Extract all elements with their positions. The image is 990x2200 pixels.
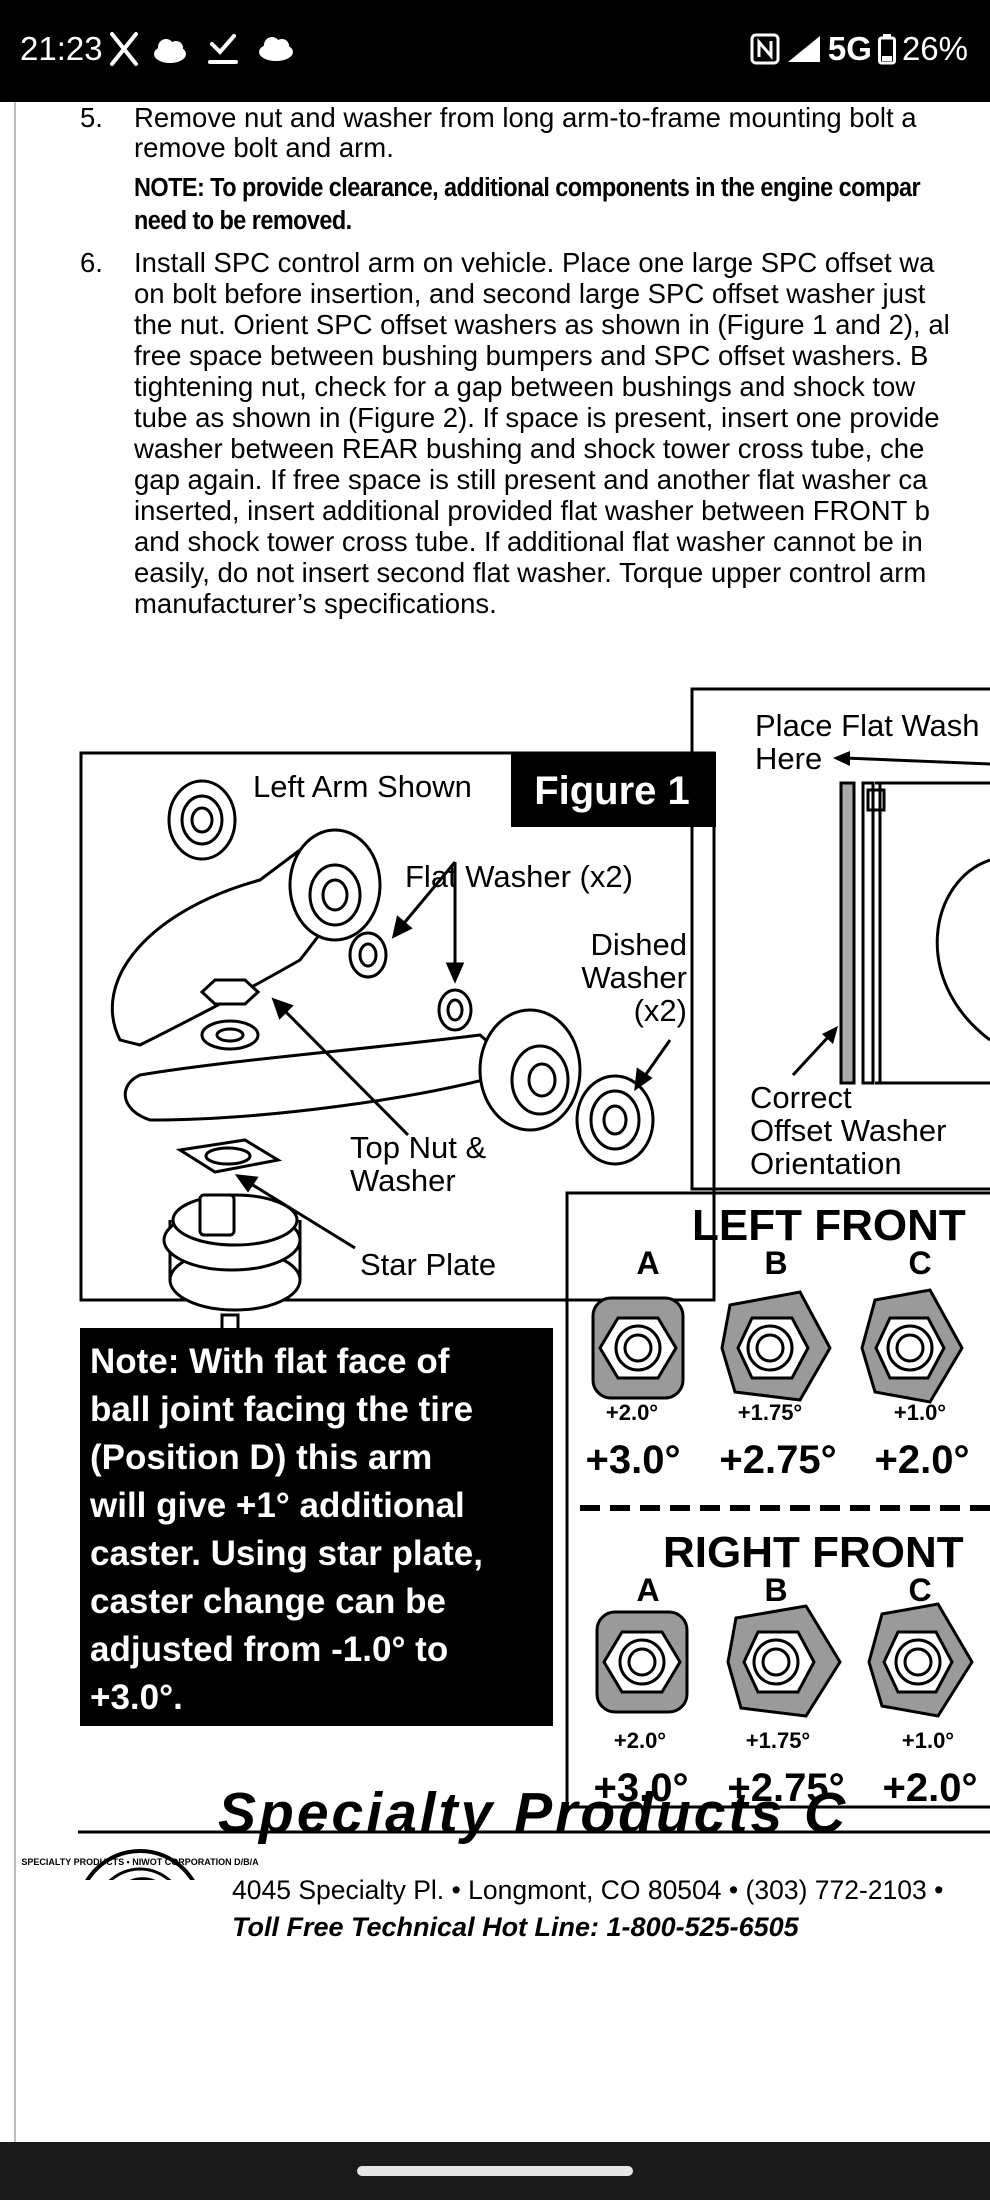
position-letter: A	[636, 1572, 659, 1608]
step-6-line: free space between bushing bumpers and S…	[134, 340, 929, 371]
download-done-icon	[208, 34, 238, 64]
label-top-nut: Top Nut &	[350, 1130, 486, 1165]
caster-note-text: Note: With flat face of ball joint facin…	[90, 1342, 483, 1717]
caster-note-box: Note: With flat face of ball joint facin…	[80, 1328, 553, 1726]
figure-2-correct: Correct	[750, 1080, 852, 1115]
figure-1-title: Figure 1	[534, 769, 690, 813]
caster-table-frame	[565, 1191, 990, 1809]
step-6-line: the nut. Orient SPC offset washers as sh…	[134, 309, 950, 340]
step-6-line: and shock tower cross tube. If additiona…	[134, 526, 923, 557]
step-6-line: on bolt before insertion, and second lar…	[134, 278, 926, 309]
nfc-icon	[750, 33, 780, 65]
figure-2-correct: Orientation	[750, 1146, 902, 1181]
figure-2-correct: Offset Washer	[750, 1113, 946, 1148]
label-dished-washer: Washer	[581, 960, 687, 995]
tech-hotline[interactable]: Toll Free Technical Hot Line: 1-800-525-…	[232, 1912, 799, 1942]
label-dished-washer: Dished	[591, 927, 688, 962]
position-letter: C	[908, 1572, 931, 1608]
cloud-icon	[259, 37, 293, 61]
control-arm-drawing	[110, 779, 655, 1406]
step-5-line: Remove nut and washer from long arm-to-f…	[134, 102, 917, 133]
spc-logo: SPECIALTY PRODUCTS • NIWOT CORPORATION D…	[21, 1849, 259, 1880]
step-5-line: remove bolt and arm.	[134, 132, 394, 163]
step-6-line: Install SPC control arm on vehicle. Plac…	[134, 247, 935, 278]
figure-1-caption: Left Arm Shown	[253, 769, 472, 804]
figures-canvas: Figure 1 Left Arm Shown	[21, 687, 990, 1880]
note-line: need to be removed.	[134, 207, 352, 235]
caster-big-value: +2.0°	[883, 1766, 978, 1810]
battery-icon	[877, 34, 896, 65]
battery-level: 26%	[901, 30, 968, 67]
status-bar: 21:23 5G 26%	[0, 0, 990, 102]
step-6-line: manufacturer’s specifications.	[134, 588, 497, 619]
label-flat-washer: Flat Washer (x2)	[405, 859, 633, 894]
document-page[interactable]: 5. Remove nut and washer from long arm-t…	[0, 102, 990, 2142]
caster-big-value: +3.0°	[594, 1766, 689, 1810]
figure-1-title-box	[511, 752, 716, 827]
label-star-plate: Star Plate	[360, 1247, 496, 1282]
status-time: 21:23	[20, 30, 103, 67]
position-letter: B	[764, 1245, 787, 1281]
step-6-line: inserted, insert additional provided fla…	[134, 495, 930, 526]
caster-small-value: +1.75°	[746, 1728, 810, 1753]
bushing-diagram-rf-c	[867, 1602, 974, 1718]
caster-big-value: +2.75°	[719, 1438, 836, 1482]
network-type: 5G	[827, 30, 872, 67]
bushing-diagram-rf-a	[595, 1610, 689, 1714]
notification-icons	[110, 32, 293, 66]
signal-icon	[787, 36, 820, 62]
left-front-title: LEFT FRONT	[692, 1201, 966, 1250]
step-6-line: washer between REAR bushing and shock to…	[134, 433, 925, 464]
company-name: Specialty Products C	[218, 1781, 849, 1845]
figure-2-drawing	[839, 781, 990, 1085]
bushing-diagram-rf-b	[726, 1604, 842, 1718]
figure-2-place: Place Flat Wash	[755, 708, 980, 743]
bushing-diagram-lf-a	[591, 1296, 685, 1400]
bushing-diagram-lf-c	[860, 1288, 964, 1404]
caster-big-value: +2.75°	[727, 1766, 844, 1810]
position-letter: A	[636, 1245, 659, 1281]
label-top-nut: Washer	[350, 1163, 456, 1198]
label-dished-washer: (x2)	[634, 993, 687, 1028]
caster-big-value: +2.0°	[875, 1438, 970, 1482]
x-app-icon	[110, 32, 138, 66]
logo-ring-text: SPECIALTY PRODUCTS • NIWOT CORPORATION D…	[21, 1857, 259, 1867]
caster-small-value: +1.0°	[902, 1728, 954, 1753]
page-edge	[14, 102, 16, 2142]
note-line: NOTE: To provide clearance, additional c…	[134, 174, 921, 202]
caster-small-value: +1.75°	[738, 1400, 802, 1425]
caster-small-value: +2.0°	[606, 1400, 658, 1425]
step-6-line: tube as shown in (Figure 2). If space is…	[134, 402, 940, 433]
step-6-line: easily, do not insert second flat washer…	[134, 557, 927, 588]
caster-small-value: +2.0°	[614, 1728, 666, 1753]
figure-1-frame	[79, 751, 716, 1302]
step-6-number: 6.	[80, 247, 103, 278]
step-6-line: tightening nut, check for a gap between …	[134, 371, 916, 402]
figure-2-place: Here	[755, 741, 822, 776]
bushing-diagram-lf-b	[720, 1290, 832, 1402]
position-letter: B	[764, 1572, 787, 1608]
company-address: 4045 Specialty Pl. • Longmont, CO 80504 …	[232, 1875, 944, 1905]
step-6-line: gap again. If free space is still presen…	[134, 464, 928, 495]
right-front-title: RIGHT FRONT	[663, 1528, 964, 1577]
chief-head-icon	[129, 1877, 156, 1880]
home-gesture-handle[interactable]	[357, 2166, 633, 2176]
status-right: 5G 26%	[750, 30, 968, 68]
figure-2-frame	[690, 687, 990, 1191]
caster-small-value: +1.0°	[894, 1400, 946, 1425]
position-letter: C	[908, 1245, 931, 1281]
navigation-bar	[0, 2142, 990, 2200]
caster-big-value: +3.0°	[586, 1438, 681, 1482]
step-5-number: 5.	[80, 102, 103, 133]
figure-1-arrows	[234, 861, 672, 1250]
cloud-icon	[154, 39, 186, 63]
